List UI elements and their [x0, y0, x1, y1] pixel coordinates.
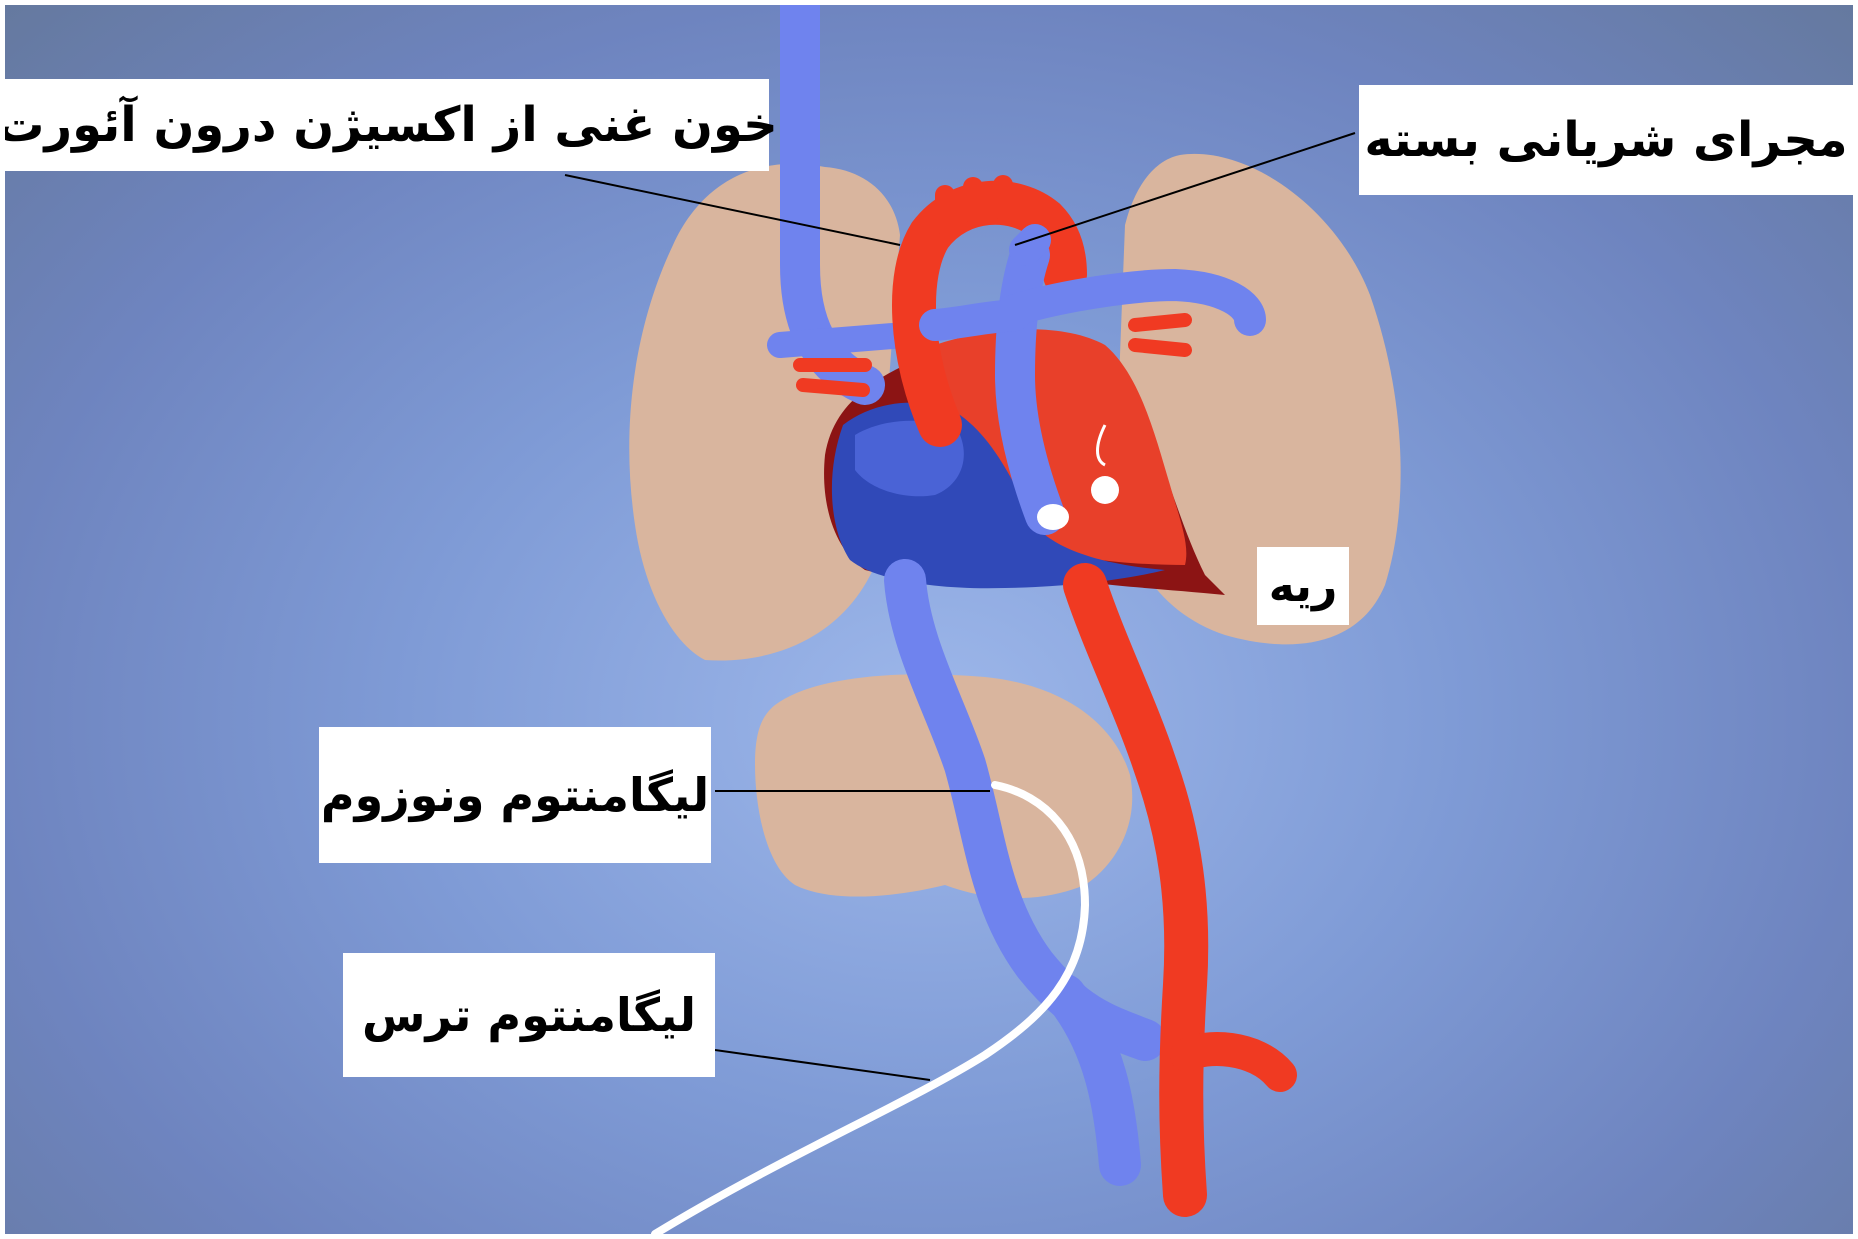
valve-mark-pulmonary — [1037, 504, 1069, 530]
diagram-canvas: خون غنی از اکسیژن درون آئورت مجرای شریان… — [5, 5, 1853, 1234]
label-ligamentum-venosum: لیگامنتوم ونوزوم — [319, 727, 711, 863]
label-oxygen-rich-blood-aorta: خون غنی از اکسیژن درون آئورت — [5, 79, 769, 171]
label-ligamentum-teres: لیگامنتوم ترس — [343, 953, 715, 1077]
pulmonary-vein-left — [780, 335, 905, 345]
label-lung: ریه — [1257, 547, 1349, 625]
valve-mark-aortic — [1091, 476, 1119, 504]
label-closed-arterial-duct: مجرای شریانی بسته — [1359, 85, 1853, 195]
leader-teres — [715, 1050, 930, 1080]
